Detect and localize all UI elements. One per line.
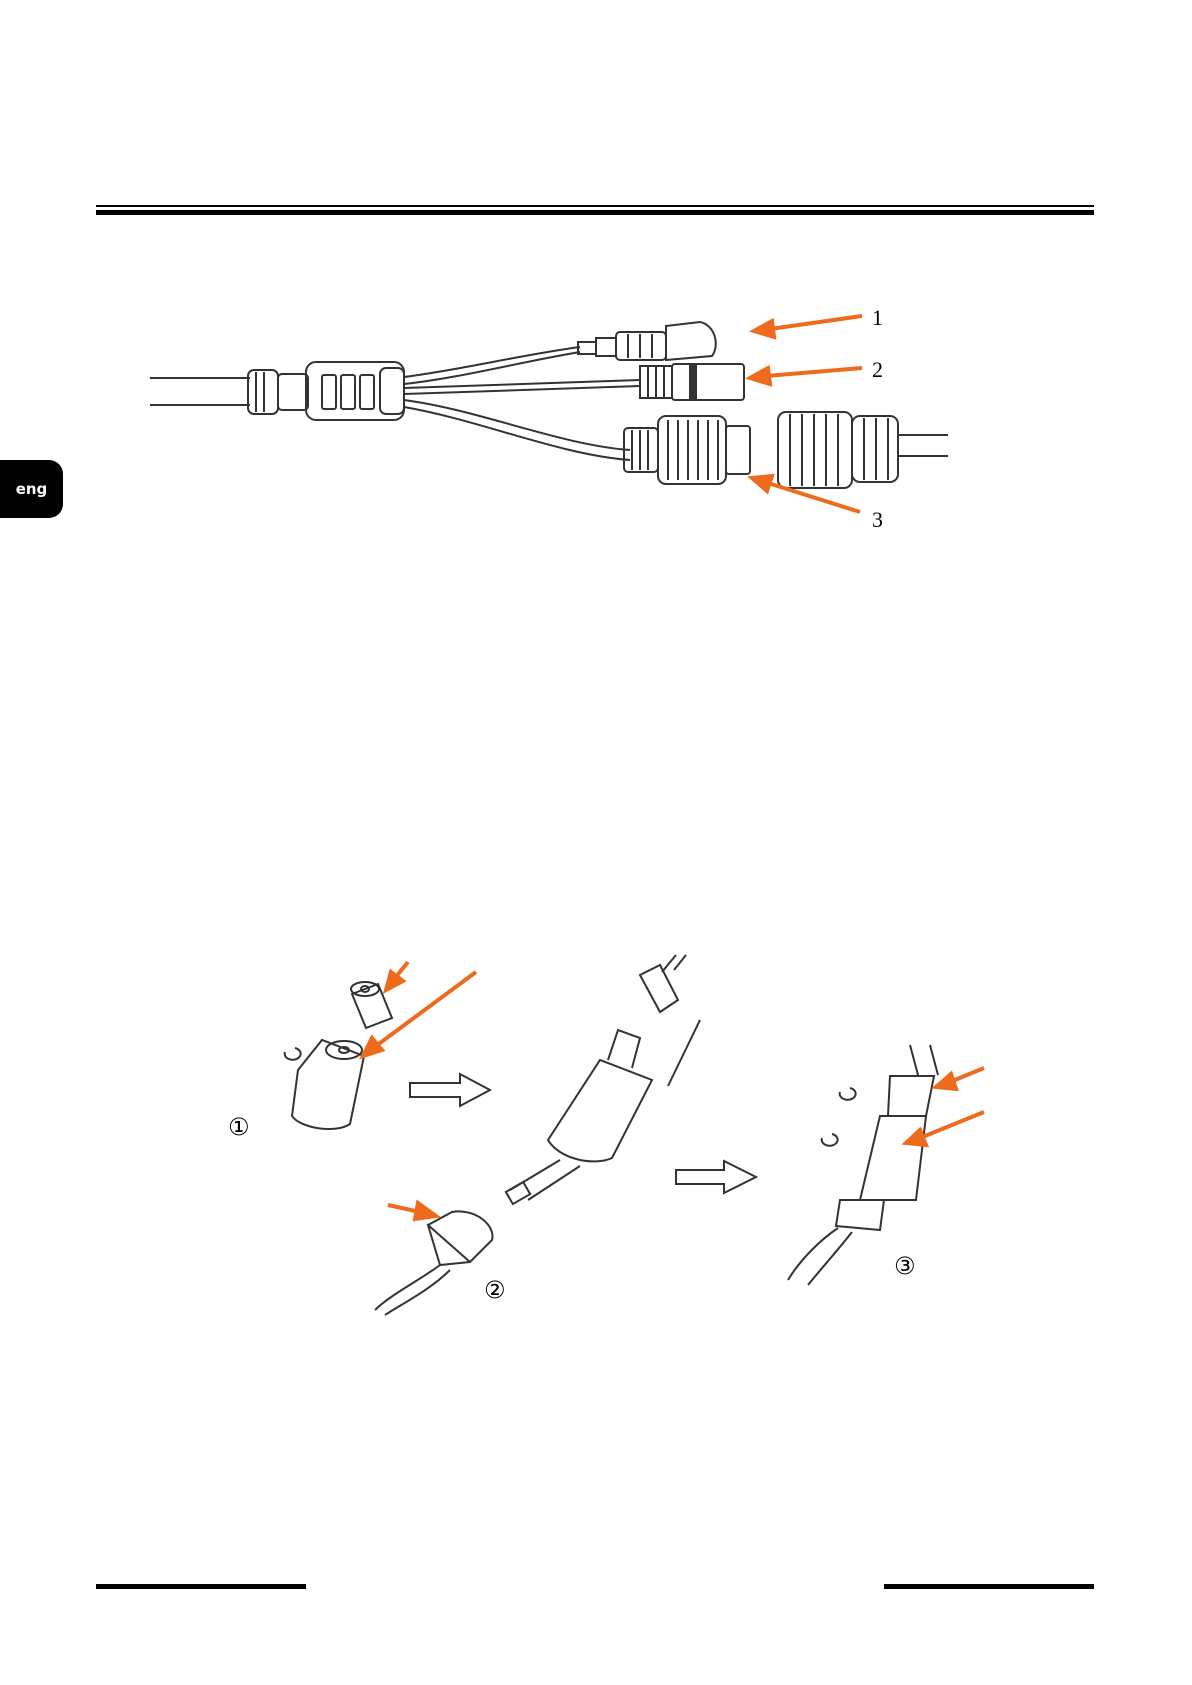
footer-rule-right bbox=[884, 1584, 1094, 1589]
step-number-1: ① bbox=[228, 1113, 250, 1141]
step-arrow-2 bbox=[676, 1161, 756, 1193]
step3-arrow-nut bbox=[950, 1068, 984, 1082]
step-arrow-1 bbox=[410, 1074, 490, 1106]
step2-sleeve bbox=[548, 1060, 652, 1161]
step3-arrow-sleeve bbox=[920, 1112, 984, 1138]
step-number-3: ③ bbox=[894, 1252, 916, 1280]
step2-rj45-plug bbox=[506, 1182, 530, 1204]
step2-nut bbox=[640, 965, 678, 1012]
footer-rule-left bbox=[96, 1584, 306, 1589]
step-number-2: ② bbox=[484, 1276, 506, 1304]
step3-socket bbox=[836, 1200, 884, 1230]
step3-sleeve bbox=[860, 1116, 926, 1200]
step3-nut bbox=[888, 1076, 934, 1116]
